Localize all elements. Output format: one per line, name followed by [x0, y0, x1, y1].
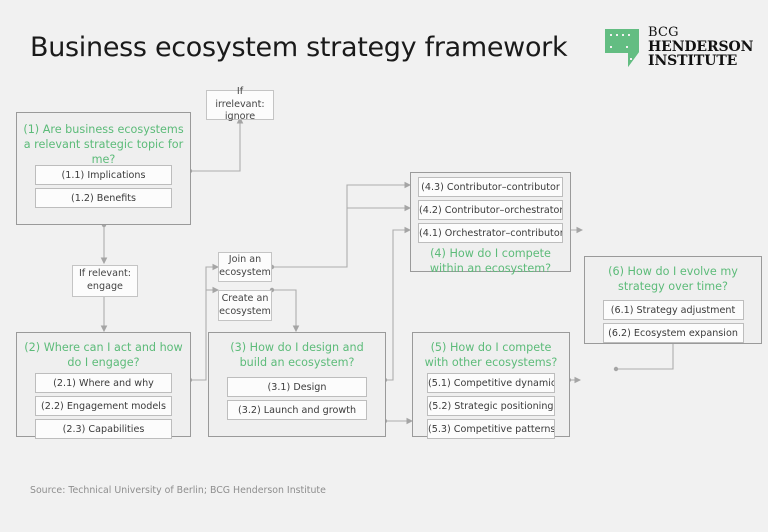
- logo-line-institute: INSTITUTE: [648, 53, 738, 69]
- group-5-title: (5) How do I compete with other ecosyste…: [424, 341, 558, 369]
- note-if-relevant[interactable]: If relevant:engage: [72, 265, 138, 297]
- group-4-title: (4) How do I compete within an ecosystem…: [429, 247, 552, 275]
- group-6-evolve-strategy[interactable]: (6) How do I evolve my strategy over tim…: [584, 256, 762, 344]
- group-1-relevance[interactable]: (1) Are business ecosystems a relevant s…: [16, 112, 191, 225]
- note-if-relevant-label: If relevant:engage: [78, 268, 132, 292]
- bcg-henderson-institute-logo: BCG HENDERSON INSTITUTE: [604, 26, 753, 72]
- item-4-2[interactable]: (4.2) Contributor–orchestrator: [418, 200, 563, 220]
- group-2-title: (2) Where can I act and how do I engage?: [24, 341, 183, 369]
- group-3-design-build[interactable]: (3) How do I design and build an ecosyst…: [208, 332, 386, 437]
- group-1-title: (1) Are business ecosystems a relevant s…: [23, 123, 184, 166]
- item-1-1[interactable]: (1.1) Implications: [35, 165, 172, 185]
- note-if-irrelevant[interactable]: If irrelevant:ignore: [206, 86, 274, 122]
- item-2-1[interactable]: (2.1) Where and why: [35, 373, 172, 393]
- group-5-compete-other[interactable]: (5) How do I compete with other ecosyste…: [412, 332, 570, 439]
- group-2-items: (2.1) Where and why (2.2) Engagement mod…: [17, 373, 190, 439]
- item-2-3[interactable]: (2.3) Capabilities: [35, 419, 172, 439]
- group-6-items: (6.1) Strategy adjustment (6.2) Ecosyste…: [585, 300, 761, 343]
- item-5-2[interactable]: (5.2) Strategic positioning: [427, 396, 555, 416]
- item-3-2[interactable]: (3.2) Launch and growth: [227, 400, 367, 420]
- logo-line-bcg: BCG: [648, 25, 679, 40]
- group-3-items: (3.1) Design (3.2) Launch and growth: [209, 377, 385, 420]
- item-6-2[interactable]: (6.2) Ecosystem expansion: [602, 323, 744, 343]
- item-3-1[interactable]: (3.1) Design: [227, 377, 367, 397]
- group-2-where-engage[interactable]: (2) Where can I act and how do I engage?…: [16, 332, 191, 439]
- logo-line-henderson: HENDERSON: [648, 39, 754, 55]
- source-note: Source: Technical University of Berlin; …: [30, 485, 326, 496]
- item-2-2[interactable]: (2.2) Engagement models: [35, 396, 172, 416]
- bcg-logo-mark-icon: [605, 29, 639, 67]
- note-if-irrelevant-label: If irrelevant:ignore: [215, 85, 265, 123]
- group-6-title: (6) How do I evolve my strategy over tim…: [608, 265, 738, 293]
- group-3-title: (3) How do I design and build an ecosyst…: [230, 341, 364, 369]
- item-4-1[interactable]: (4.1) Orchestrator–contributor: [418, 223, 563, 243]
- page-title: Business ecosystem strategy framework: [30, 32, 568, 63]
- group-5-items: (5.1) Competitive dynamics (5.2) Strateg…: [413, 373, 569, 439]
- logo-wordmark: BCG HENDERSON INSTITUTE: [648, 26, 753, 68]
- group-4-compete-within[interactable]: (4.3) Contributor–contributor (4.2) Cont…: [410, 172, 571, 275]
- item-6-1[interactable]: (6.1) Strategy adjustment: [602, 300, 744, 320]
- item-1-2[interactable]: (1.2) Benefits: [35, 188, 172, 208]
- group-4-items: (4.3) Contributor–contributor (4.2) Cont…: [411, 177, 570, 243]
- item-5-3[interactable]: (5.3) Competitive patterns: [427, 419, 555, 439]
- group-1-items: (1.1) Implications (1.2) Benefits: [17, 165, 190, 208]
- item-4-3[interactable]: (4.3) Contributor–contributor: [418, 177, 563, 197]
- item-5-1[interactable]: (5.1) Competitive dynamics: [427, 373, 555, 393]
